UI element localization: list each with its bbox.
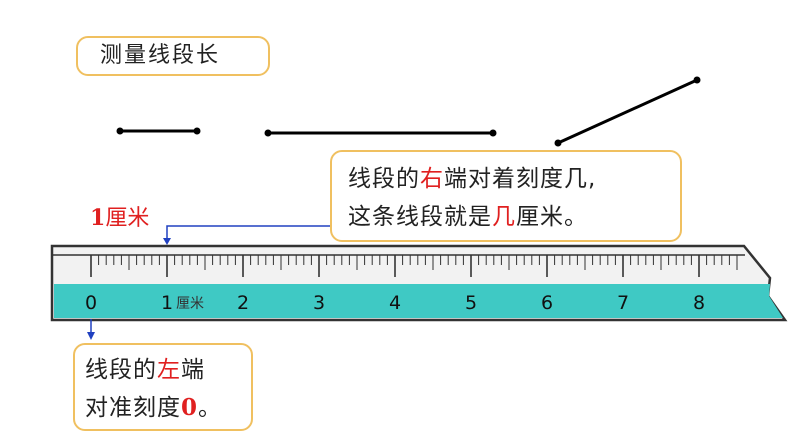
ruler-number-5: 5 (465, 292, 477, 314)
one-cm-number: 1 (90, 205, 106, 231)
left-tip-line-1: 线段的左端 (85, 357, 205, 383)
ruler-numbers: 0 1 2 3 4 5 6 7 8 厘米 (85, 292, 705, 314)
how-many-highlight: 几 (492, 204, 516, 230)
ruler-number-7: 7 (617, 292, 629, 314)
right-tip-line-2: 这条线段就是几厘米。 (348, 204, 588, 230)
segment-long (264, 129, 497, 137)
left-tip-line-2: 对准刻度0。 (85, 394, 223, 421)
zero-highlight: 0 (181, 394, 199, 421)
ruler-number-3: 3 (313, 292, 325, 314)
pointer-to-1cm (166, 225, 330, 243)
title-callout: 测量线段长 (76, 36, 270, 76)
right-end-highlight: 右 (420, 166, 444, 192)
ruler-number-1: 1 (161, 292, 173, 314)
ruler-number-0: 0 (85, 292, 97, 314)
one-cm-unit: 厘米 (105, 206, 150, 231)
ruler-number-2: 2 (237, 292, 249, 314)
page-title: 测量线段长 (100, 43, 221, 68)
ruler-unit-label: 厘米 (176, 296, 204, 312)
left-end-tip-callout: 线段的左端 对准刻度0。 (73, 343, 253, 431)
one-centimeter-label: 1厘米 (90, 200, 149, 232)
ruler-number-8: 8 (693, 292, 705, 314)
ruler-ticks (90, 255, 738, 277)
left-end-highlight: 左 (157, 357, 181, 383)
ruler-number-6: 6 (541, 292, 553, 314)
ruler-scale-strip (54, 284, 783, 318)
right-end-tip-callout: 线段的右端对着刻度几, 这条线段就是几厘米。 (330, 150, 682, 242)
right-tip-line-1: 线段的右端对着刻度几, (348, 166, 597, 192)
segment-short (116, 127, 201, 135)
segment-slanted (554, 76, 701, 147)
ruler-number-4: 4 (389, 292, 401, 314)
